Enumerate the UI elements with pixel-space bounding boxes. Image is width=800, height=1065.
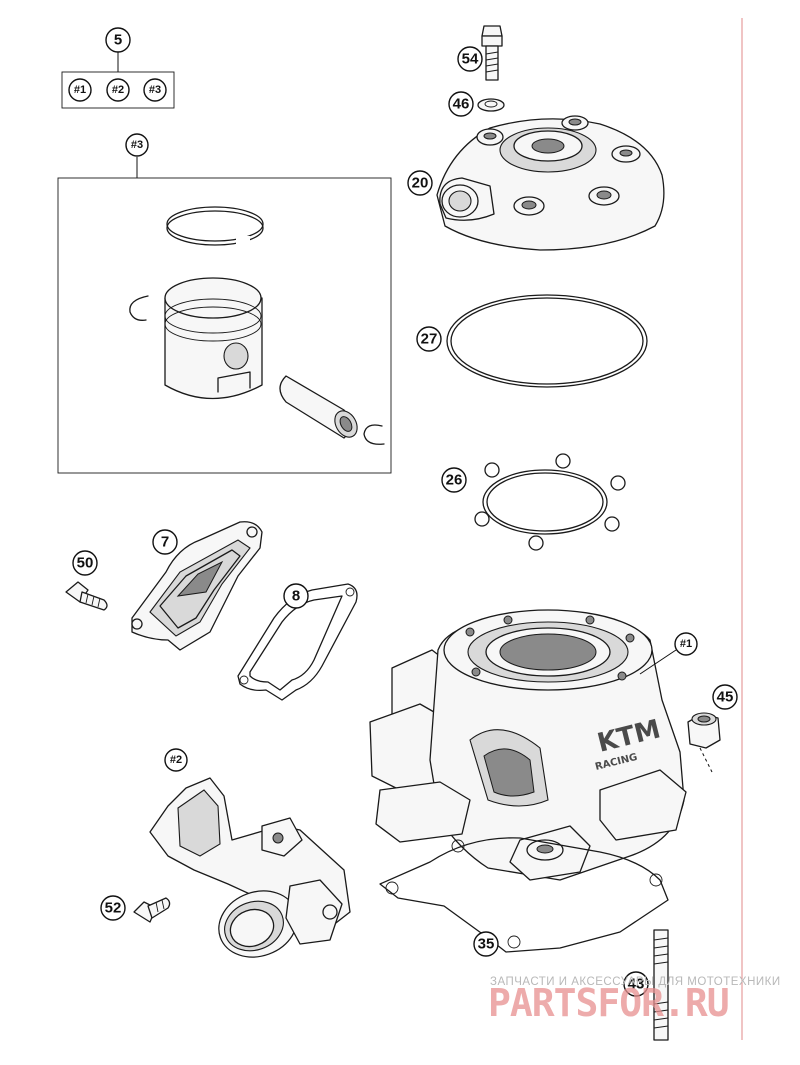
svg-text:43: 43 (628, 976, 645, 993)
callout-46[interactable]: 46 (448, 91, 474, 117)
svg-text:46: 46 (453, 96, 470, 113)
callout-8[interactable]: 8 (283, 583, 309, 609)
watermark-brand: PARTSFOR.RU (488, 981, 729, 1025)
svg-text:54: 54 (462, 51, 479, 68)
callout-27[interactable]: 27 (416, 326, 442, 352)
circlip-left (129, 295, 149, 321)
callout-50[interactable]: 50 (72, 550, 98, 576)
cylinder-stud (653, 929, 669, 1041)
piston-ring (166, 206, 264, 246)
exhaust-control-housing (149, 777, 351, 958)
flange-nut (687, 712, 721, 773)
callout-kit-2[interactable]: #2 (106, 78, 130, 102)
callout-54[interactable]: 54 (457, 46, 483, 72)
svg-text:50: 50 (77, 555, 94, 572)
svg-text:#1: #1 (680, 638, 692, 650)
circlip-right (363, 424, 385, 445)
piston-pin (279, 375, 358, 439)
callout-kit-3[interactable]: #3 (143, 78, 167, 102)
callout-26[interactable]: 26 (441, 467, 467, 493)
callout-kit-1[interactable]: #1 (68, 78, 92, 102)
svg-text:8: 8 (292, 588, 300, 605)
callout-35[interactable]: 35 (473, 931, 499, 957)
svg-text:#1: #1 (74, 84, 86, 96)
callout-45[interactable]: 45 (712, 684, 738, 710)
callout-housing-2[interactable]: #2 (164, 748, 188, 772)
callout-cylinder-1[interactable]: #1 (674, 632, 698, 656)
head-bolt (481, 25, 503, 81)
cylinder: KTM RACING (369, 609, 687, 881)
head-o-ring (446, 294, 648, 388)
head-gasket-ring (474, 453, 626, 551)
svg-text:#3: #3 (149, 84, 161, 96)
watermark-caption: ЗАПЧАСТИ И АКСЕССУАРЫ ДЛЯ МОТОТЕХНИКИ (490, 976, 781, 988)
svg-text:20: 20 (412, 175, 429, 192)
callout-7[interactable]: 7 (152, 529, 178, 555)
callout-piston-kit-3[interactable]: #3 (125, 133, 149, 157)
callout-52[interactable]: 52 (100, 895, 126, 921)
svg-text:7: 7 (161, 534, 169, 551)
callout-5[interactable]: 5 (105, 27, 131, 53)
cylinder-base-gasket (379, 837, 669, 953)
piston (164, 277, 263, 400)
svg-text:35: 35 (478, 936, 495, 953)
svg-text:#3: #3 (131, 139, 143, 151)
svg-text:#2: #2 (170, 754, 182, 766)
callout-43[interactable]: 43 (623, 971, 649, 997)
svg-text:45: 45 (717, 689, 734, 706)
piston-kit-box: #3 (57, 133, 392, 474)
svg-text:27: 27 (421, 331, 438, 348)
svg-text:#2: #2 (112, 84, 124, 96)
watermark: ЗАПЧАСТИ И АКСЕССУАРЫ ДЛЯ МОТОТЕХНИКИ PA… (488, 976, 781, 1025)
cylinder-head (436, 115, 665, 251)
kit-group-5: 5 #1 #2 #3 (61, 27, 175, 109)
svg-text:5: 5 (114, 32, 122, 49)
housing-bolt (133, 897, 171, 923)
callout-20[interactable]: 20 (407, 170, 433, 196)
intake-bolt (65, 581, 108, 611)
svg-text:52: 52 (105, 900, 122, 917)
svg-text:26: 26 (446, 472, 463, 489)
sealing-washer (477, 98, 505, 112)
intake-flange (131, 521, 263, 651)
